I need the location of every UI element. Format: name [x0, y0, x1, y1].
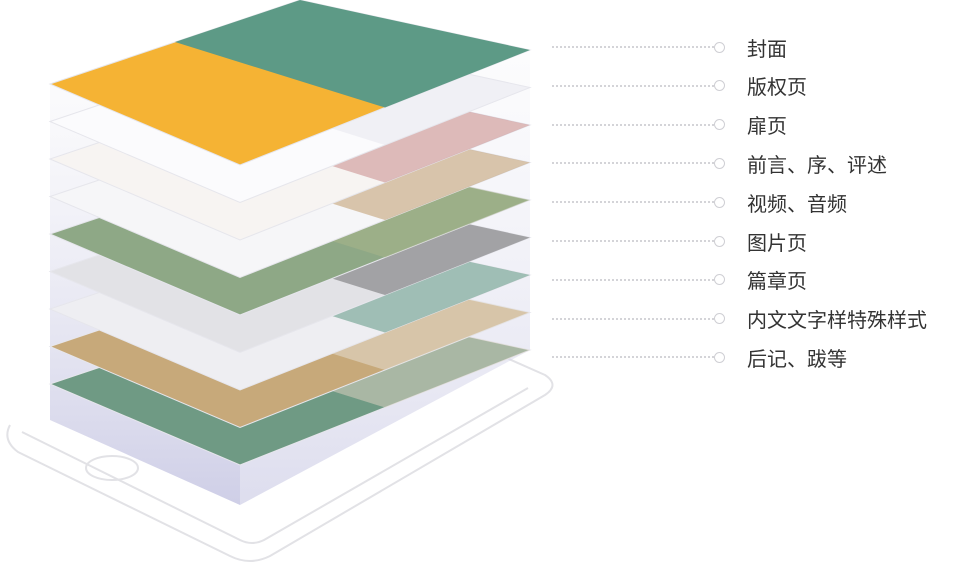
connector-circle-icon [714, 235, 725, 247]
layer-label: 封面 [747, 36, 787, 61]
layer-label: 扉页 [747, 114, 787, 139]
layer-label-row: 篇章页 [552, 261, 807, 299]
layer-label: 内文文字样特殊样式 [747, 308, 927, 333]
layer-label-row: 封面 [552, 28, 787, 66]
layer-label-row: 内文文字样特殊样式 [552, 300, 927, 338]
dotted-connector [552, 46, 714, 48]
layer-label-row: 后记、跋等 [552, 338, 847, 376]
connector-circle-icon [714, 196, 725, 208]
connector-circle-icon [714, 80, 725, 92]
connector-circle-icon [714, 274, 725, 286]
connector-circle-icon [714, 313, 725, 325]
layer-label-row: 图片页 [552, 222, 807, 260]
dotted-connector [552, 317, 714, 320]
connector-circle-icon [714, 351, 725, 363]
dotted-connector [552, 278, 714, 281]
connector-circle-icon [714, 157, 725, 169]
layer-label: 版权页 [747, 75, 807, 100]
page-layer-image [175, 0, 530, 108]
layer-label-row: 视频、音频 [552, 183, 847, 221]
dotted-connector [552, 201, 714, 204]
dotted-connector [552, 356, 714, 359]
layer-label: 篇章页 [747, 269, 807, 294]
layer-label: 图片页 [747, 230, 807, 255]
layer-label: 后记、跋等 [747, 346, 847, 371]
home-button [85, 455, 139, 481]
page-layer-1 [48, 0, 532, 166]
dotted-connector [552, 162, 714, 165]
layer-label: 前言、序、评述 [747, 152, 887, 177]
phone-outline [6, 279, 554, 562]
layer-label: 视频、音频 [747, 191, 847, 216]
layer-label-row: 版权页 [552, 67, 807, 105]
dotted-connector [552, 84, 714, 87]
dotted-connector [552, 240, 714, 242]
dotted-connector [552, 123, 714, 126]
connector-circle-icon [714, 119, 725, 131]
layer-label-row: 前言、序、评述 [552, 144, 887, 182]
connector-circle-icon [714, 41, 725, 53]
layer-label-row: 扉页 [552, 106, 787, 144]
